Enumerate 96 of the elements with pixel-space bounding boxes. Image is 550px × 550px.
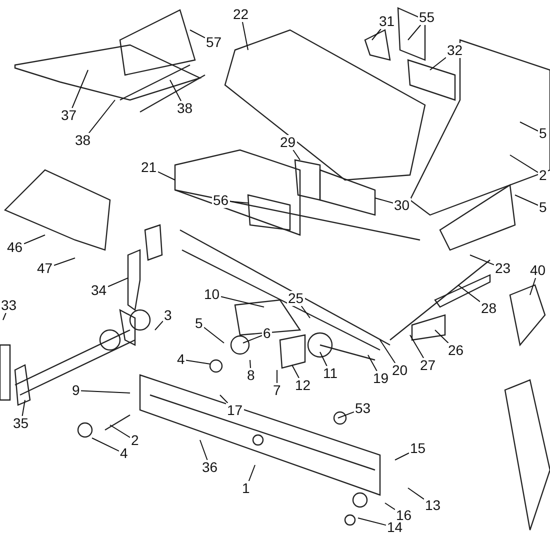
leader-line <box>368 354 378 372</box>
callout-number: 56 <box>212 193 230 208</box>
leader-line <box>338 411 354 418</box>
leader-line <box>358 518 386 526</box>
callout-number: 38 <box>74 133 92 148</box>
leader-line <box>80 390 130 394</box>
leader-line <box>320 352 328 366</box>
callout-number: 4 <box>119 446 129 461</box>
leader-line <box>300 306 310 318</box>
callout-number: 13 <box>424 498 442 513</box>
leader-line <box>430 57 446 70</box>
leader-line <box>470 254 494 266</box>
callout-number: 36 <box>201 460 219 475</box>
leader-line <box>108 278 128 288</box>
leader-line <box>158 171 176 180</box>
callout-number: 32 <box>446 43 464 58</box>
callout-number: 37 <box>60 108 78 123</box>
leader-line <box>204 326 224 344</box>
callout-number: 8 <box>246 368 256 383</box>
leader-line <box>372 28 382 40</box>
leader-line <box>190 30 206 38</box>
leader-line <box>250 360 252 368</box>
callout-number: 5 <box>194 316 204 331</box>
leader-line <box>54 258 76 266</box>
callout-number: 26 <box>447 343 465 358</box>
callout-number: 5 <box>538 200 548 215</box>
callout-number: 6 <box>262 326 272 341</box>
leader-line <box>384 502 396 510</box>
leader-line <box>2 312 6 320</box>
callout-number: 30 <box>393 198 411 213</box>
leader-line <box>510 154 538 173</box>
leader-line <box>170 80 182 102</box>
leader-line <box>186 360 210 364</box>
callout-number: 3 <box>163 308 173 323</box>
leader-line <box>410 334 424 358</box>
callout-number: 1 <box>241 481 251 496</box>
callout-number: 2 <box>538 168 548 183</box>
leader-line <box>380 340 396 364</box>
leader-line <box>394 452 410 460</box>
callout-number: 27 <box>419 358 437 373</box>
leader-line <box>514 194 538 206</box>
leader-line <box>88 100 116 134</box>
leader-line <box>434 330 449 344</box>
leader-line <box>530 278 536 296</box>
leader-line <box>220 394 228 404</box>
callout-number: 17 <box>226 403 244 418</box>
callout-number: 4 <box>176 352 186 367</box>
leader-line <box>92 438 120 452</box>
callout-number: 7 <box>272 383 282 398</box>
callout-number: 29 <box>279 135 297 150</box>
callout-number: 35 <box>12 416 30 431</box>
leader-line <box>520 122 538 132</box>
callout-number: 31 <box>378 14 396 29</box>
leader-line <box>110 424 130 438</box>
leader-line <box>220 296 264 308</box>
leader-line <box>408 24 422 40</box>
callout-number: 19 <box>372 371 390 386</box>
callout-number: 38 <box>176 101 194 116</box>
callout-number: 46 <box>6 240 24 255</box>
callout-number: 34 <box>90 283 108 298</box>
callout-number: 57 <box>205 35 223 50</box>
callout-number: 25 <box>287 291 305 306</box>
callout-number: 2 <box>130 433 140 448</box>
callout-number: 10 <box>203 287 221 302</box>
leader-line <box>22 400 26 416</box>
callout-number: 11 <box>322 366 339 381</box>
leader-line <box>458 284 480 302</box>
callout-number: 28 <box>480 301 498 316</box>
leader-line <box>276 370 278 384</box>
callout-number: 22 <box>232 7 250 22</box>
leader-line <box>154 320 164 330</box>
leader-line <box>374 198 394 204</box>
callout-number: 21 <box>140 160 158 175</box>
leader-line <box>242 22 248 50</box>
callout-number: 23 <box>494 261 512 276</box>
leader-line <box>248 464 256 482</box>
callout-number: 5 <box>538 126 548 141</box>
callout-number: 16 <box>395 508 413 523</box>
leader-line <box>242 334 262 344</box>
callout-number: 40 <box>529 263 547 278</box>
leader-line <box>292 364 300 378</box>
leader-line <box>72 70 88 108</box>
callout-number: 9 <box>71 383 81 398</box>
callout-number: 12 <box>294 378 312 393</box>
callout-number: 55 <box>418 10 436 25</box>
leader-line <box>200 440 208 460</box>
leader-line <box>24 234 46 244</box>
callout-number: 33 <box>0 298 18 313</box>
callout-number: 47 <box>36 261 54 276</box>
callout-number: 14 <box>386 520 404 535</box>
leader-line <box>408 488 424 500</box>
callout-number: 15 <box>409 441 427 456</box>
callout-number: 20 <box>391 363 409 378</box>
callout-number: 53 <box>354 401 372 416</box>
leader-line <box>230 200 248 204</box>
leader-line <box>292 150 300 160</box>
